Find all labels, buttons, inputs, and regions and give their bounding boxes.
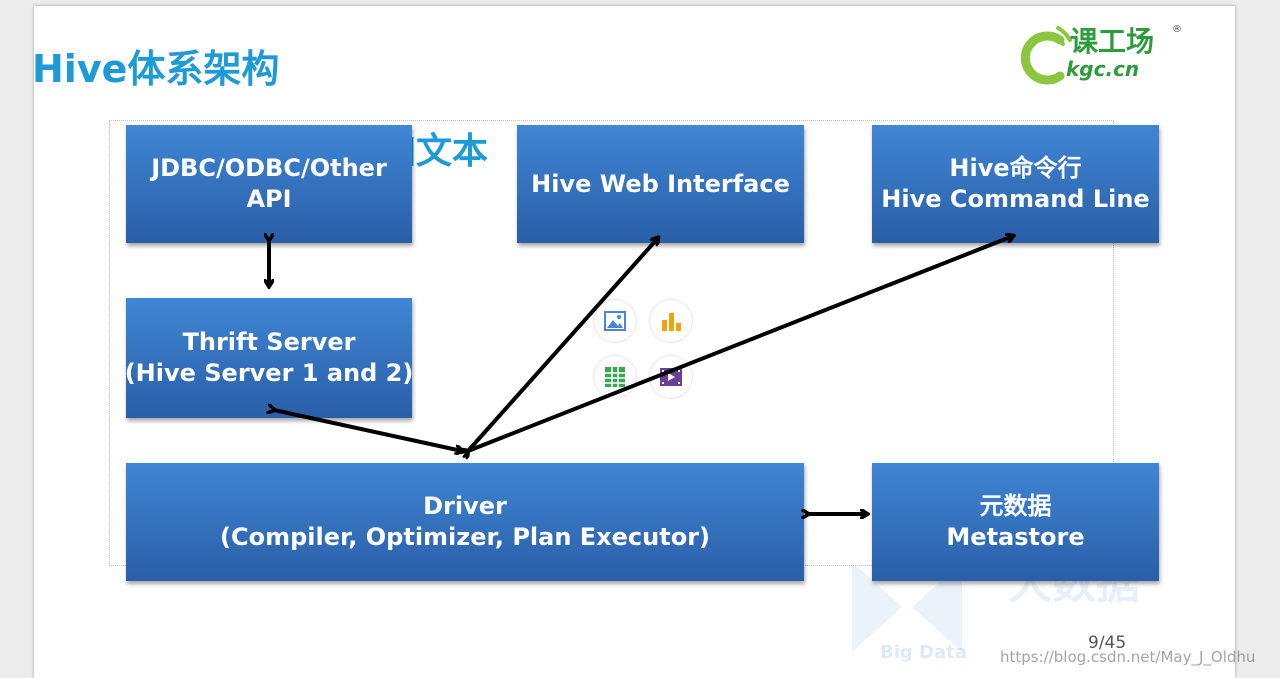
command-line-box: Hive命令行 Hive Command Line — [872, 125, 1159, 243]
registered-mark: ® — [1172, 24, 1182, 35]
command-line-box-line1: Hive命令行 — [949, 154, 1082, 182]
thrift-server-box-line2: (Hive Server 1 and 2) — [124, 359, 414, 387]
api-box-line1: JDBC/ODBC/Other — [151, 154, 387, 182]
big-data-watermark-icon — [852, 562, 962, 652]
driver-box: Driver (Compiler, Optimizer, Plan Execut… — [126, 463, 804, 581]
api-box: JDBC/ODBC/Other API — [126, 125, 412, 243]
driver-web-arrow — [468, 238, 658, 451]
thrift-server-box: Thrift Server (Hive Server 1 and 2) — [124, 298, 414, 418]
metastore-box-line1: 元数据 — [979, 492, 1052, 520]
api-box-line2: API — [246, 185, 292, 213]
logo-subtitle: kgc.cn — [1066, 57, 1140, 81]
logo-title: 课工场 — [1070, 25, 1155, 58]
web-interface-box: Hive Web Interface — [517, 125, 804, 243]
driver-box-line2: (Compiler, Optimizer, Plan Executor) — [220, 523, 710, 551]
page-number: 9/45 — [1088, 633, 1127, 653]
driver-cli-arrow — [468, 236, 1013, 451]
slide-title: Hive体系架构 — [32, 47, 280, 91]
watermark-en: Big Data — [880, 642, 967, 663]
source-url-watermark: https://blog.csdn.net/May_J_Oldhu — [1000, 648, 1256, 666]
metastore-box: 元数据 Metastore — [872, 463, 1159, 581]
command-line-box-line2: Hive Command Line — [881, 185, 1150, 213]
web-interface-box-line1: Hive Web Interface — [531, 169, 790, 198]
thrift-driver-arrow — [274, 410, 462, 451]
driver-box-line1: Driver — [423, 492, 507, 520]
kgc-logo: 课工场 kgc.cn ® — [1008, 18, 1182, 94]
thrift-server-box-line1: Thrift Server — [182, 328, 356, 356]
logo-c-icon — [1020, 26, 1072, 85]
metastore-box-line2: Metastore — [946, 523, 1085, 551]
